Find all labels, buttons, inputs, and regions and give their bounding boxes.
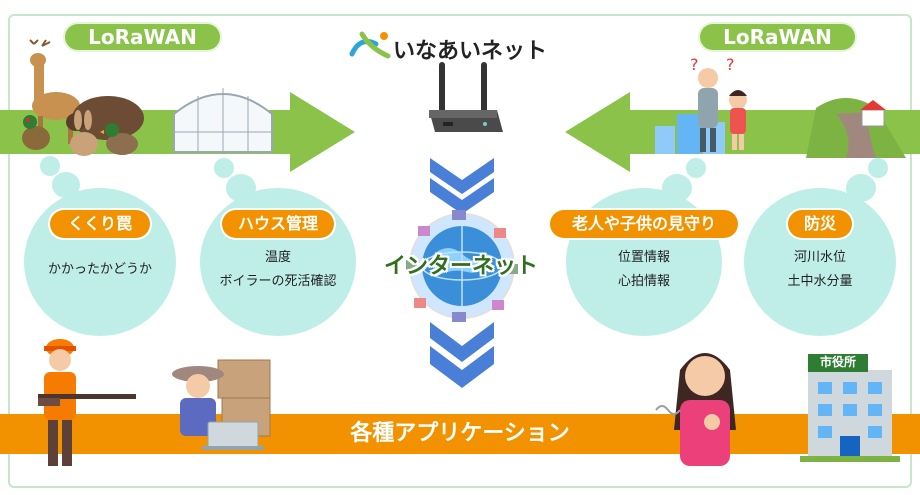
- outer-frame: [8, 14, 912, 488]
- bubble-line-snare-trap-1: かかったかどうか: [47, 262, 152, 277]
- duck-icon: [100, 123, 138, 155]
- city-hall-sign: 市役所: [819, 355, 856, 369]
- applications-label: 各種アプリケーション: [350, 421, 570, 446]
- farmer-with-laptop-icon: [172, 359, 271, 450]
- lorawan-label-right: LoRaWAN: [700, 24, 855, 50]
- logo-text: いなあいネット: [393, 39, 548, 64]
- bubble-tail-3a: [686, 158, 706, 178]
- internet-label: インターネット: [383, 254, 538, 279]
- svg-text:?: ?: [690, 55, 699, 74]
- pheasant-icon: [22, 115, 50, 150]
- lorawan-gateway-icon: [429, 62, 503, 132]
- bubble-tail-1a: [40, 156, 60, 176]
- rabbit-icon: [70, 110, 98, 156]
- bubble-title-snare-trap: くくり罠: [50, 210, 150, 238]
- bubble-line-watching-1: 位置情報: [617, 250, 670, 265]
- city-hall-icon: [800, 354, 900, 462]
- city-buildings-icon: [655, 114, 725, 154]
- bubble-tail-4a: [868, 158, 888, 178]
- globe-network-icon: [406, 210, 518, 322]
- bubble-line-greenhouse-2: ボイラーの死活確認: [219, 274, 337, 289]
- landslide-icon: [806, 98, 906, 158]
- applications-bar: [0, 414, 920, 454]
- svg-text:?: ?: [726, 55, 735, 74]
- bubble-line-greenhouse-1: 温度: [264, 250, 291, 265]
- hunter-icon: [38, 339, 136, 466]
- lorawan-label-left: LoRaWAN: [65, 24, 220, 50]
- woman-unwell-icon: [655, 353, 736, 466]
- bubble-title-disaster: 防災: [788, 210, 852, 238]
- bubble-line-watching-2: 心拍情報: [617, 274, 670, 289]
- greenhouse-icon: [173, 88, 273, 153]
- chevron-down-icon-bottom: [430, 322, 494, 388]
- bubble-tail-2a: [214, 158, 234, 178]
- bubble-line-disaster-1: 河川水位: [793, 250, 846, 265]
- bubble-line-disaster-2: 土中水分量: [787, 274, 853, 289]
- bubble-title-watching: 老人や子供の見守り: [550, 210, 738, 238]
- bubble-title-greenhouse: ハウス管理: [222, 210, 334, 238]
- chevron-down-icon-top: [430, 158, 494, 214]
- inaai-logo-icon: [349, 31, 391, 59]
- elderly-and-child-icon: ? ?: [690, 55, 747, 152]
